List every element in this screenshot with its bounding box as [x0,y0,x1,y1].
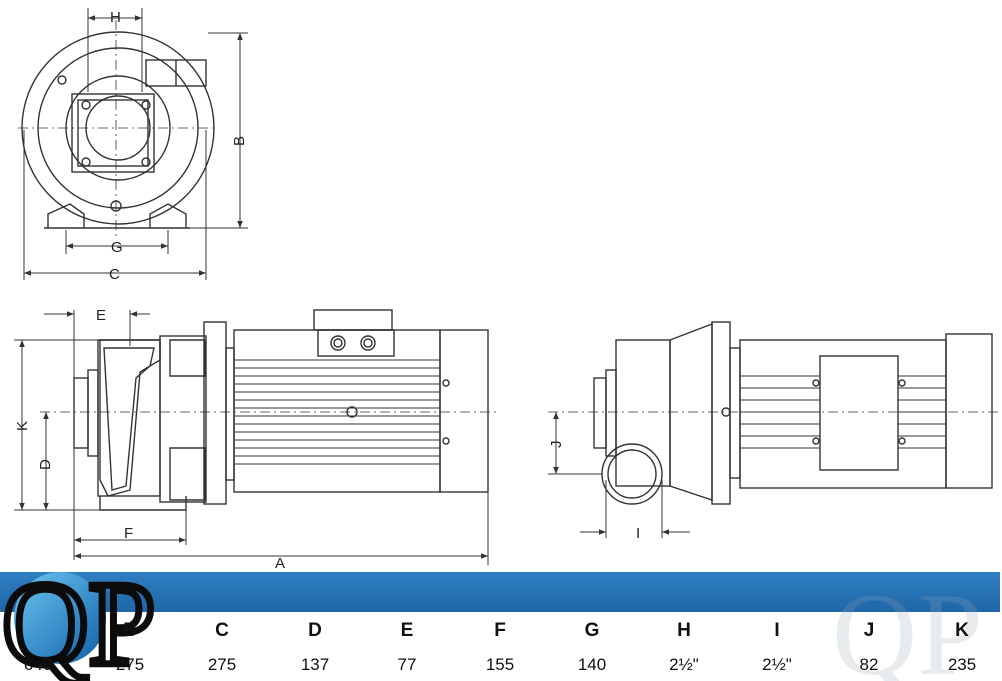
dimension-table: A B C D E F G H I J K 640 275 275 137 77… [0,612,1000,681]
header-j: J [863,620,875,641]
label-c: C [109,266,120,283]
label-k: K [14,421,31,431]
label-a: A [275,555,285,572]
value-b: 275 [115,655,145,674]
value-d: 137 [300,655,330,674]
label-b: B [231,136,248,146]
label-e: E [96,307,106,324]
value-h: 2½" [669,655,699,674]
svg-text:QP: QP [2,557,155,681]
label-g: G [111,239,123,256]
value-e: 77 [397,655,417,674]
value-a: 640 [23,655,53,674]
header-f: F [494,620,506,641]
label-j: J [548,441,565,449]
label-h: H [110,9,121,26]
rear-view [548,321,998,505]
value-c: 275 [207,655,237,674]
front-view [18,20,215,238]
label-i: I [636,525,640,542]
header-k: K [955,620,969,641]
header-d: D [308,620,322,641]
qp-watermark: QP [832,569,983,681]
value-g: 140 [577,655,607,674]
header-band [0,572,1000,612]
value-k: 235 [947,655,977,674]
value-j: 82 [859,655,879,674]
qp-logo: QP [0,554,159,681]
value-i: 2½" [762,655,792,674]
header-c: C [215,620,229,641]
label-d: D [37,459,54,470]
header-i: I [774,620,780,641]
header-h: H [677,620,691,641]
header-b: B [123,620,137,641]
label-f: F [124,525,133,542]
pump-technical-drawing: H B G C [14,8,998,572]
header-e: E [400,620,414,641]
value-f: 155 [485,655,515,674]
rear-view-dimensions [548,412,690,538]
header-g: G [584,620,600,641]
side-view [40,309,500,511]
svg-text:QP: QP [832,569,983,681]
front-view-dimensions [23,8,248,280]
side-view-dimensions [14,310,489,565]
